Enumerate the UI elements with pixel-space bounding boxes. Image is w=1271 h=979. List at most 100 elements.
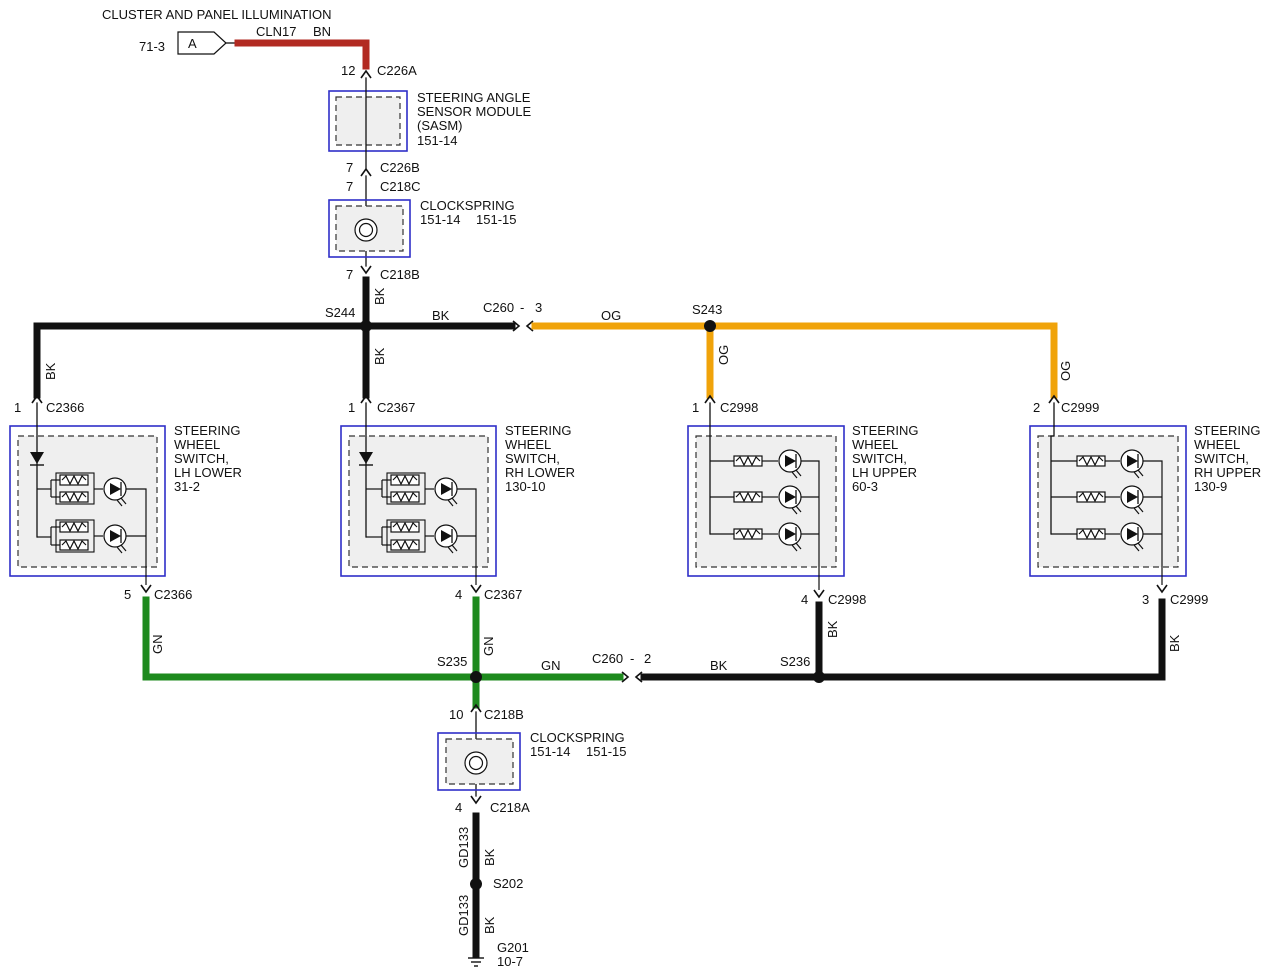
c226b-name: C226B (380, 160, 420, 175)
ground-symbol-icon (468, 957, 484, 967)
wire-bk-c2999-label: BK (1167, 634, 1182, 652)
c2366-out-name: C2366 (154, 587, 192, 602)
switch-lh-lower-label-4: LH LOWER (174, 465, 242, 480)
wire-bk-top-bus-label: BK (432, 308, 450, 323)
c226b-connector-mark (360, 167, 372, 177)
c218c-pin: 7 (346, 179, 353, 194)
clockspring-upper-ref1: 151-14 (420, 212, 460, 227)
switch-lh-upper[interactable] (687, 402, 845, 590)
switch-rh-upper-feed (1050, 402, 1055, 535)
wire-bk-bottom-bus-label: BK (710, 658, 728, 673)
wire-gn-bus[interactable] (142, 596, 624, 681)
c2366-out-connector-mark (140, 584, 152, 594)
c226b-pin: 7 (346, 160, 353, 175)
switch-rh-lower-label-2: WHEEL (505, 437, 551, 452)
wire-gn-s235-label: GN (481, 637, 496, 657)
clockspring-lower-coil-inner (468, 755, 484, 771)
clockspring-lower-outline[interactable] (437, 732, 521, 791)
connector-a-letter: A (188, 36, 197, 51)
switch-lh-lower-label-3: SWITCH, (174, 451, 229, 466)
splice-s244-label: S244 (325, 305, 355, 320)
wire-gd133-color-label-2: BK (482, 916, 497, 934)
switch-rh-upper-label-4: RH UPPER (1194, 465, 1261, 480)
switch-lh-lower-label-2: WHEEL (174, 437, 220, 452)
switch-lh-lower-diode-icon (30, 452, 44, 464)
switch-rh-lower-outline[interactable] (340, 425, 497, 577)
wire-bn-cln17[interactable] (234, 39, 370, 70)
splice-s235[interactable] (470, 671, 482, 683)
splice-s202-label: S202 (493, 876, 523, 891)
c218b-bottom-connector-mark (470, 703, 482, 713)
switch-rh-lower[interactable] (340, 402, 497, 585)
c260-2-dash: - (630, 651, 634, 666)
wire-gd133-color-label-1: BK (482, 848, 497, 866)
wire-bk-top-bus[interactable] (33, 322, 516, 399)
clockspring-upper-outline[interactable] (328, 199, 411, 258)
switch-lh-upper-outline[interactable] (687, 425, 845, 577)
switch-rh-upper-label-1: STEERING (1194, 423, 1260, 438)
wire-bk-s244-down-label: BK (372, 347, 387, 365)
switch-lh-lower[interactable] (9, 402, 166, 585)
circuit-bn-label: BN (313, 24, 331, 39)
wire-og-bus-label: OG (601, 308, 621, 323)
c218a-connector-mark (470, 795, 482, 805)
splice-s235-label: S235 (437, 654, 467, 669)
switch-lh-lower-label-1: STEERING (174, 423, 240, 438)
switch-rh-lower-label-3: SWITCH, (505, 451, 560, 466)
clockspring-lower-label: CLOCKSPRING (530, 730, 625, 745)
splice-s202[interactable] (470, 878, 482, 890)
switch-rh-lower-label-4: RH LOWER (505, 465, 575, 480)
wire-gd133-circuit-label-1: GD133 (456, 827, 471, 868)
switch-rh-upper-outline[interactable] (1029, 425, 1187, 577)
wire-og-drop-lh-upper-label: OG (716, 345, 731, 365)
switch-rh-upper[interactable] (1029, 402, 1187, 585)
c218a-name: C218A (490, 800, 530, 815)
switch-lh-upper-ref: 60-3 (852, 479, 878, 494)
c218b-top-name: C218B (380, 267, 420, 282)
connector-a-flag[interactable] (177, 31, 227, 55)
c218c-name: C218C (380, 179, 420, 194)
c2999-out-pin: 3 (1142, 592, 1149, 607)
sasm-label-2: SENSOR MODULE (417, 104, 531, 119)
clockspring-upper-coil-icon (354, 218, 378, 242)
clockspring-upper-coil-inner (358, 222, 374, 238)
c2999-out-connector-mark (1156, 584, 1168, 594)
switch-lh-upper-label-1: STEERING (852, 423, 918, 438)
wire-bk-left-drop-label: BK (43, 362, 58, 380)
splice-s236[interactable] (813, 671, 825, 683)
c260-3-male-mark (512, 320, 521, 332)
switch-lh-lower-outline[interactable] (9, 425, 166, 577)
circuit-cln17-label: CLN17 (256, 24, 296, 39)
wire-bk-c218b-label: BK (372, 287, 387, 305)
splice-s243-label: S243 (692, 302, 722, 317)
c2366-in-connector-mark (31, 394, 43, 404)
ground-g201-name: G201 (497, 940, 529, 955)
c2998-out-connector-mark (813, 589, 825, 599)
splice-s244[interactable] (360, 320, 372, 332)
switch-rh-upper-label-2: WHEEL (1194, 437, 1240, 452)
clockspring-lower-ref1: 151-14 (530, 744, 570, 759)
c218b-top-connector-mark (360, 265, 372, 275)
c218a-pin: 4 (455, 800, 462, 815)
c260-3-name: C260 (483, 300, 514, 315)
c2998-in-pin: 1 (692, 400, 699, 415)
sasm-module-outline[interactable] (328, 90, 408, 152)
c2998-out-name: C2998 (828, 592, 866, 607)
c2367-in-pin: 1 (348, 400, 355, 415)
switch-lh-upper-label-4: LH UPPER (852, 465, 917, 480)
clockspring-upper-ref2: 151-15 (476, 212, 516, 227)
sasm-module-body (335, 96, 401, 146)
c226a-pin: 12 (341, 63, 355, 78)
switch-lh-upper-body (695, 435, 837, 568)
page-reference: 71-3 (139, 39, 165, 54)
c2367-out-pin: 4 (455, 587, 462, 602)
c260-2-female-mark (634, 671, 643, 683)
c2998-in-connector-mark (704, 394, 716, 404)
wire-og-bus[interactable] (531, 322, 1058, 399)
splice-s243[interactable] (704, 320, 716, 332)
c260-2-name: C260 (592, 651, 623, 666)
clockspring-lower-ref2: 151-15 (586, 744, 626, 759)
c226a-connector-mark (360, 69, 372, 79)
c2366-in-pin: 1 (14, 400, 21, 415)
